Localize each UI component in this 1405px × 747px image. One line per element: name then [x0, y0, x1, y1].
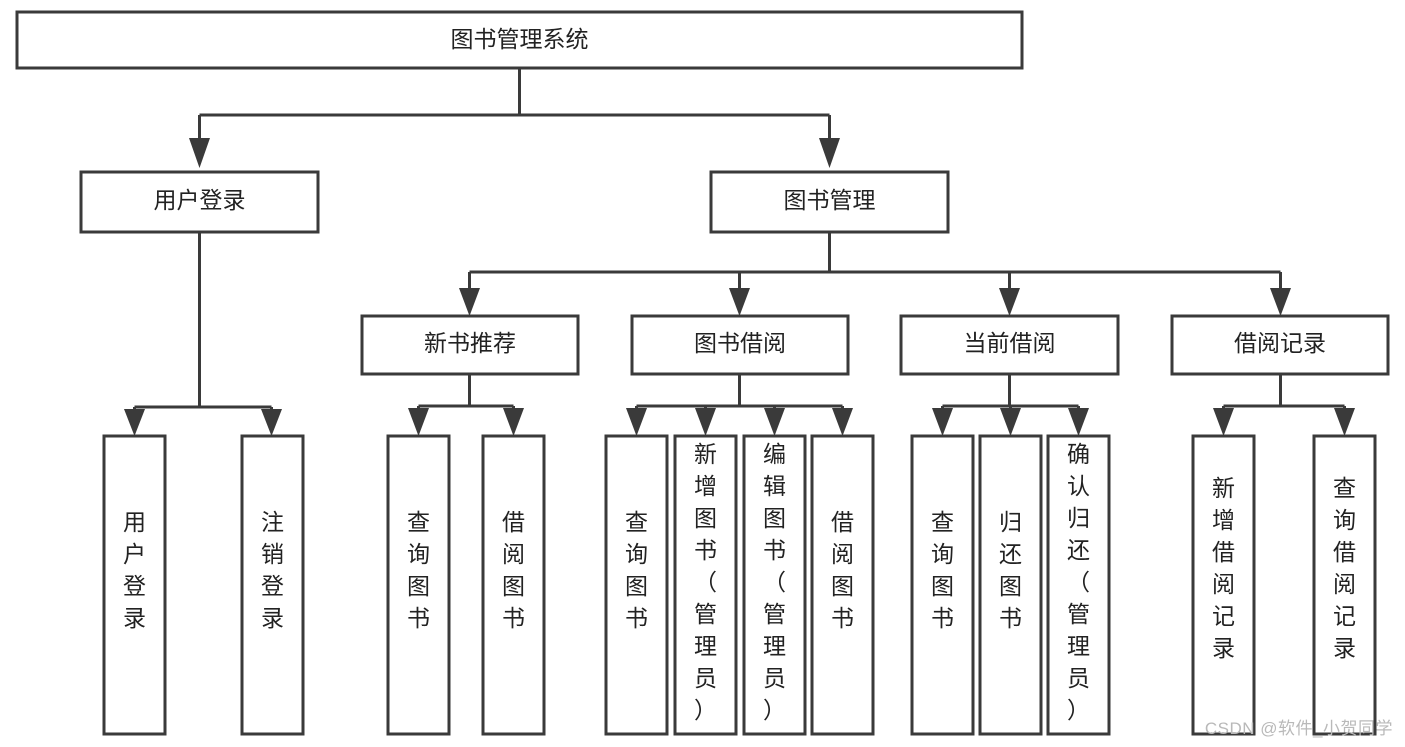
leaf-cb-return-book[interactable]: 归还图书 [978, 434, 1043, 736]
leaf-cb-return-book-box[interactable] [978, 434, 1043, 736]
arrowhead-cb-leaf-2 [1000, 408, 1021, 436]
node-book-borrow-box[interactable] [630, 314, 850, 376]
arrowhead-borrow-record [1270, 288, 1291, 316]
node-new-book-recommend-label: 新书推荐 [424, 330, 516, 356]
leaf-logout[interactable]: 注销登录 [240, 434, 305, 736]
arrowhead-bb-leaf-3 [764, 408, 785, 436]
leaf-nbr-borrow-book-label: 借阅图书 [502, 509, 525, 631]
leaf-bb-edit-book-admin-box[interactable] [742, 434, 807, 736]
arrowhead-br-leaf-2 [1334, 408, 1355, 436]
leaf-logout-box[interactable] [240, 434, 305, 736]
connector-layer [124, 68, 1355, 436]
leaf-br-add-record-box[interactable] [1191, 434, 1256, 736]
leaf-bb-borrow-book-box[interactable] [810, 434, 875, 736]
leaf-nbr-borrow-book[interactable]: 借阅图书 [481, 434, 546, 736]
leaf-cb-confirm-return-admin[interactable]: 确认归还（管理员） [1046, 434, 1111, 736]
leaf-user-login[interactable]: 用户登录 [102, 434, 167, 736]
leaf-nbr-query-book-label: 查询图书 [407, 509, 430, 631]
leaf-logout-label: 注销登录 [261, 509, 284, 631]
node-current-borrow-label: 当前借阅 [964, 330, 1056, 356]
leaf-bb-add-book-admin[interactable]: 新增图书（管理员） [673, 434, 738, 736]
arrowhead-book-mgmt [819, 138, 840, 168]
leaf-bb-add-book-admin-box[interactable] [673, 434, 738, 736]
leaf-user-login-box[interactable] [102, 434, 167, 736]
arrowhead-user-login [189, 138, 210, 168]
node-current-borrow-box[interactable] [899, 314, 1120, 376]
leaf-br-query-record-label: 查询借阅记录 [1333, 475, 1356, 661]
arrowhead-br-leaf-1 [1213, 408, 1234, 436]
node-root-box[interactable] [15, 10, 1024, 70]
node-user-login-box[interactable] [79, 170, 320, 234]
arrowhead-book-borrow [729, 288, 750, 316]
leaf-br-add-record-label: 新增借阅记录 [1212, 475, 1235, 661]
leaf-cb-confirm-return-admin-label: 确认归还（管理员） [1067, 441, 1090, 723]
node-book-management-label: 图书管理 [784, 187, 876, 213]
arrowhead-leaf-user-login [124, 409, 145, 436]
leaf-nbr-query-book[interactable]: 查询图书 [386, 434, 451, 736]
leaf-nbr-borrow-book-box[interactable] [481, 434, 546, 736]
leaf-bb-edit-book-admin-label: 编辑图书（管理员） [763, 441, 786, 723]
leaf-cb-query-book-label: 查询图书 [931, 509, 954, 631]
node-new-book-recommend[interactable]: 新书推荐 [360, 314, 580, 376]
leaf-user-login-label: 用户登录 [123, 509, 146, 631]
arrowhead-bb-leaf-1 [626, 408, 647, 436]
node-borrow-record-box[interactable] [1170, 314, 1390, 376]
arrowhead-cb-leaf-1 [932, 408, 953, 436]
node-book-management-box[interactable] [709, 170, 950, 234]
leaf-br-query-record-box[interactable] [1312, 434, 1377, 736]
arrowhead-nbr-leaf-1 [408, 408, 429, 436]
leaf-bb-borrow-book[interactable]: 借阅图书 [810, 434, 875, 736]
arrowhead-new-book-recommend [459, 288, 480, 316]
node-user-login-label: 用户登录 [154, 187, 246, 213]
arrowhead-bb-leaf-2 [695, 408, 716, 436]
leaf-br-query-record[interactable]: 查询借阅记录 [1312, 434, 1377, 736]
leaf-cb-return-book-label: 归还图书 [999, 509, 1022, 631]
arrowhead-leaf-logout [261, 409, 282, 436]
leaf-cb-confirm-return-admin-box[interactable] [1046, 434, 1111, 736]
leaf-bb-query-book-label: 查询图书 [625, 509, 648, 631]
leaf-bb-query-book-box[interactable] [604, 434, 669, 736]
leaf-bb-edit-book-admin[interactable]: 编辑图书（管理员） [742, 434, 807, 736]
leaf-cb-query-book-box[interactable] [910, 434, 975, 736]
node-borrow-record[interactable]: 借阅记录 [1170, 314, 1390, 376]
node-current-borrow[interactable]: 当前借阅 [899, 314, 1120, 376]
node-book-borrow-label: 图书借阅 [694, 330, 786, 356]
node-root-label: 图书管理系统 [451, 26, 589, 52]
node-book-borrow[interactable]: 图书借阅 [630, 314, 850, 376]
leaf-bb-add-book-admin-label: 新增图书（管理员） [694, 441, 717, 723]
node-borrow-record-label: 借阅记录 [1234, 330, 1326, 356]
node-root-system[interactable]: 图书管理系统 [15, 10, 1024, 70]
node-user-login[interactable]: 用户登录 [79, 170, 320, 234]
leaf-br-add-record[interactable]: 新增借阅记录 [1191, 434, 1256, 736]
arrowhead-current-borrow [999, 288, 1020, 316]
leaf-cb-query-book[interactable]: 查询图书 [910, 434, 975, 736]
arrowhead-nbr-leaf-2 [503, 408, 524, 436]
arrowhead-bb-leaf-4 [832, 408, 853, 436]
leaf-bb-query-book[interactable]: 查询图书 [604, 434, 669, 736]
arrowhead-cb-leaf-3 [1068, 408, 1089, 436]
leaf-nbr-query-book-box[interactable] [386, 434, 451, 736]
node-book-management[interactable]: 图书管理 [709, 170, 950, 234]
node-new-book-recommend-box[interactable] [360, 314, 580, 376]
leaf-bb-borrow-book-label: 借阅图书 [831, 509, 854, 631]
